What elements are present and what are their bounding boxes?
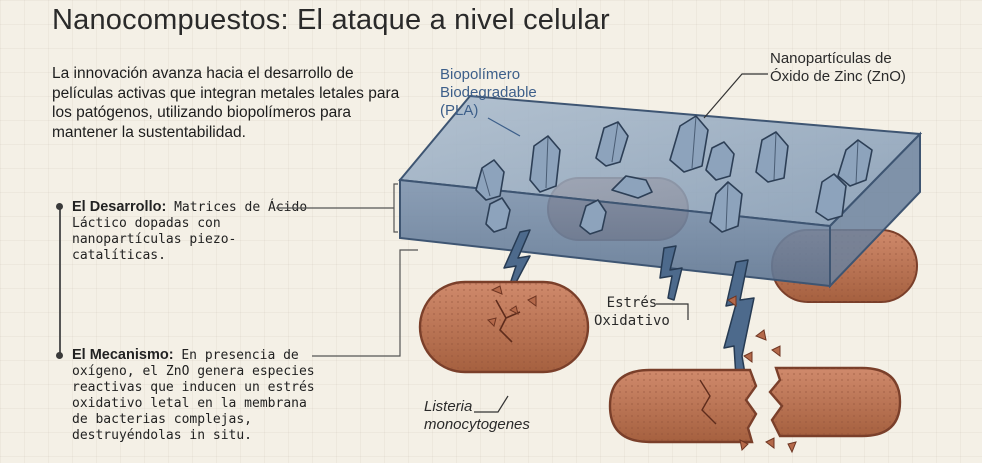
oxidative-stress-label: Estrés Oxidativo [594,294,670,330]
bullet-2-connector [312,249,418,357]
bacteria-label-line2: monocytogenes [424,416,530,433]
bullet-dot-2 [56,352,63,359]
bullet-mecanismo-heading: El Mecanismo: [72,347,174,363]
bullet-connector-line [59,206,61,356]
bacteria-label: Listeria monocytogenes [424,398,530,434]
bullet-dot-1 [56,203,63,210]
bullet-mecanismo: El Mecanismo: En presencia de oxígeno, e… [72,347,317,444]
biopolymer-label-line1: Biopolímero [440,66,521,83]
bullet-mecanismo-text: En presencia de oxígeno, el ZnO genera e… [72,348,315,443]
oxidative-stress-label-line2: Oxidativo [594,313,670,329]
bullet-desarrollo-heading: El Desarrollo: [72,199,167,215]
biopolymer-label: Biopolímero Biodegradable (PLA) [440,66,537,120]
nanoparticles-label-line1: Nanopartículas de [770,50,892,67]
bacteria-leader [474,395,509,413]
nanoparticles-leader [703,73,768,119]
biopolymer-label-line3: (PLA) [440,102,479,119]
stress-leader [656,303,689,320]
slab-bracket [388,183,398,233]
bullet-desarrollo: El Desarrollo: Matrices de Ácido Láctico… [72,199,317,264]
nanoparticles-label-line2: Óxido de Zinc (ZnO) [770,68,906,85]
membrane-fragments [487,285,797,454]
bullet-desarrollo-text: Matrices de Ácido Láctico dopadas con na… [72,200,308,263]
intro-paragraph: La innovación avanza hacia el desarrollo… [52,65,400,141]
zno-crystals [475,115,873,235]
biopolymer-label-line2: Biodegradable [440,84,537,101]
biopolymer-leader [487,117,521,137]
bacterium-front-broken [608,366,902,444]
bacterium-front-left [418,280,590,374]
page-title: Nanocompuestos: El ataque a nivel celula… [52,4,610,36]
bacteria-label-line1: Listeria [424,398,473,415]
oxidative-stress-label-line1: Estrés [606,295,658,311]
nanoparticles-label: Nanopartículas de Óxido de Zinc (ZnO) [770,50,906,86]
